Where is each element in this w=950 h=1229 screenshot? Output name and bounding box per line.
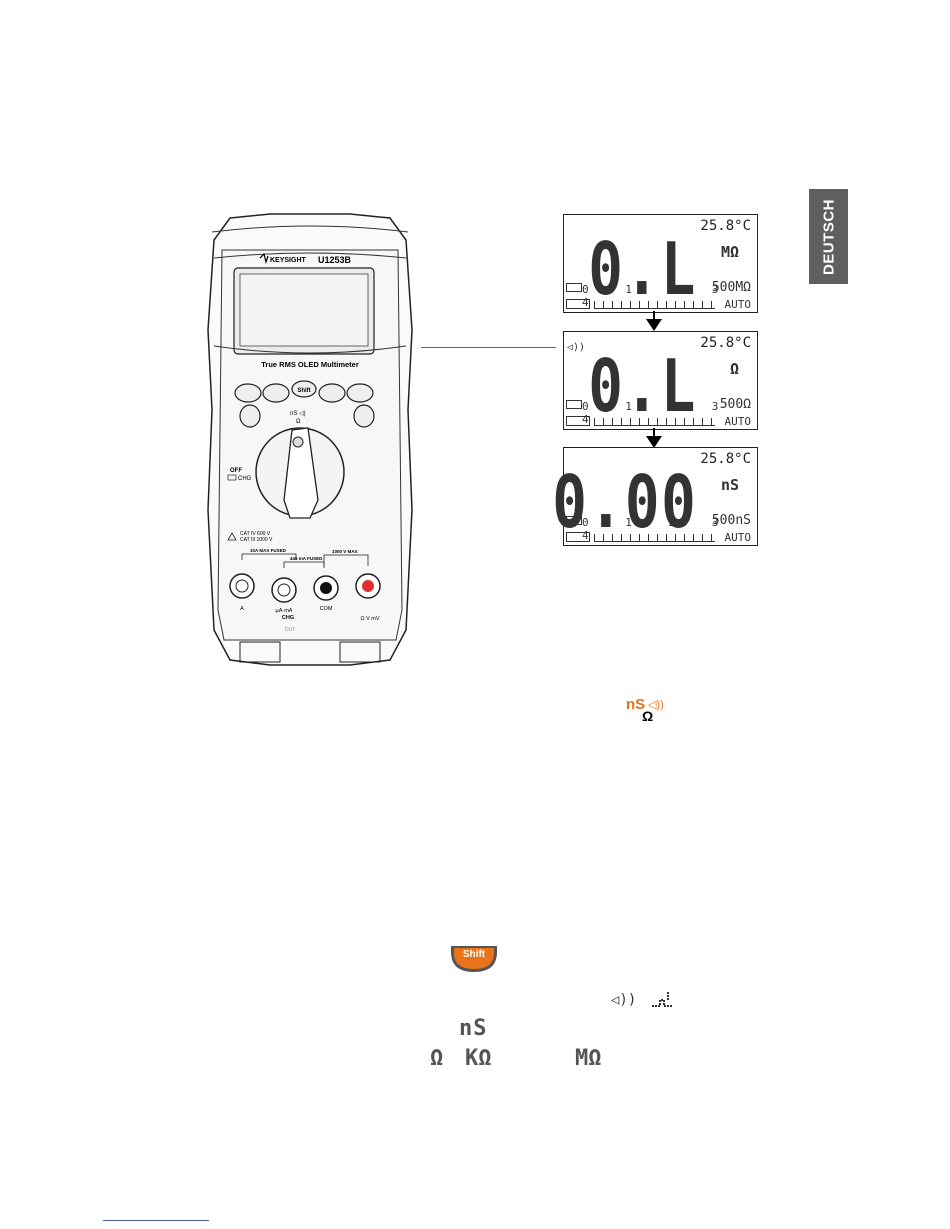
- continuity-icon: ◁)): [567, 342, 586, 353]
- footnote-rule: [103, 1220, 209, 1221]
- lcd-temperature: 25.8°C: [700, 451, 751, 467]
- lcd-range: 500MΩ: [711, 280, 751, 295]
- shift-button-icon: Shift: [449, 944, 499, 974]
- cat-label-2: CAT III 1000 V: [240, 537, 273, 543]
- cat-label-1: CAT IV 600 V: [240, 531, 271, 537]
- ns-symbol: nS: [459, 1016, 488, 1041]
- lcd-unit: nS: [720, 476, 739, 494]
- warning-icon: [227, 532, 237, 541]
- omega-label: Ω: [642, 708, 654, 724]
- diode-test-icon: [652, 992, 672, 1007]
- mohm-symbol: MΩ: [575, 1046, 602, 1071]
- callout-line: [421, 347, 556, 348]
- down-arrow-icon: [646, 319, 662, 331]
- battery-icon: [566, 283, 582, 292]
- mode-icon: [566, 299, 590, 309]
- lcd-range: 500Ω: [719, 397, 751, 412]
- fused-10a-label: 10A MAX FUSED: [250, 548, 287, 553]
- arrow-stem: [653, 311, 655, 321]
- shift-key-label: Shift: [297, 388, 310, 394]
- lcd-reading: 0.L: [588, 227, 697, 311]
- terminal-out-label: OUT: [285, 627, 296, 633]
- lcd-scale: 0 1 2 3 4: [582, 516, 734, 542]
- dial-top-label: nS ◁): [290, 411, 306, 417]
- lcd-scale: 0 1 2 3 4: [582, 283, 734, 309]
- lcd-reading: 0.00: [551, 460, 697, 544]
- down-arrow-icon: [646, 436, 662, 448]
- bargraph-ruler: [594, 418, 715, 426]
- mode-icon: [566, 532, 590, 542]
- terminal-a-label: A: [240, 606, 244, 612]
- continuity-icon: ◁)): [648, 699, 664, 711]
- multimeter-illustration: KEYSIGHT U1253B True RMS OLED Multimeter…: [207, 213, 413, 666]
- model-text: U1253B: [318, 255, 352, 265]
- lcd-display-nanosiemens: 25.8°C 0.00 nS 0 1 2 3 4 500nS AUTO: [552, 447, 758, 546]
- lcd-display-ohm: 25.8°C ◁)) 0.L Ω 0 1 2 3 4 500Ω AUTO: [563, 331, 758, 430]
- terminal-chg-label: CHG: [282, 615, 294, 621]
- lcd-display-megaohm: 25.8°C 0.L MΩ 0 1 2 3 4 500MΩ AUTO: [563, 214, 758, 313]
- terminal-ua-label: µA·mA: [276, 608, 293, 614]
- lcd-unit: Ω: [729, 360, 739, 378]
- max-1000v-label: 1000 V MAX: [332, 549, 358, 554]
- lcd-scale: 0 1 2 3 4: [582, 400, 734, 426]
- mode-icon: [566, 416, 590, 426]
- dial-omega-label: Ω: [296, 419, 301, 425]
- lcd-reading: 0.L: [588, 344, 697, 428]
- chg-label: CHG: [238, 476, 252, 482]
- ohm-symbol: Ω: [430, 1046, 444, 1071]
- brand-text: KEYSIGHT: [270, 257, 307, 264]
- lcd-temperature: 25.8°C: [700, 218, 751, 234]
- language-tab-label: DEUTSCH: [820, 198, 837, 275]
- ns-label: nS: [626, 696, 646, 713]
- language-tab: DEUTSCH: [809, 189, 848, 284]
- lcd-auto: AUTO: [724, 415, 752, 428]
- continuity-symbol: ◁)): [611, 992, 637, 1008]
- arrow-stem: [653, 428, 655, 438]
- caption-text: True RMS OLED Multimeter: [261, 360, 359, 369]
- battery-icon: [566, 516, 582, 525]
- fused-440-label: 440 mA FUSED: [290, 556, 323, 561]
- lcd-range: 500nS: [711, 513, 751, 528]
- dial-position-icon: nS ◁)) Ω: [626, 696, 676, 726]
- keysight-logo-icon: [259, 252, 269, 265]
- shift-button-label: Shift: [462, 949, 486, 960]
- lcd-auto: AUTO: [724, 531, 752, 544]
- terminal-v-label: Ω V mV: [360, 616, 379, 622]
- bargraph-ruler: [594, 301, 715, 309]
- lcd-auto: AUTO: [724, 298, 752, 311]
- bargraph-ruler: [594, 534, 715, 542]
- terminal-com-label: COM: [320, 606, 333, 612]
- lcd-temperature: 25.8°C: [700, 335, 751, 351]
- battery-icon: [566, 400, 582, 409]
- off-label: OFF: [230, 468, 242, 474]
- kohm-symbol: KΩ: [465, 1046, 492, 1071]
- lcd-unit: MΩ: [720, 243, 739, 261]
